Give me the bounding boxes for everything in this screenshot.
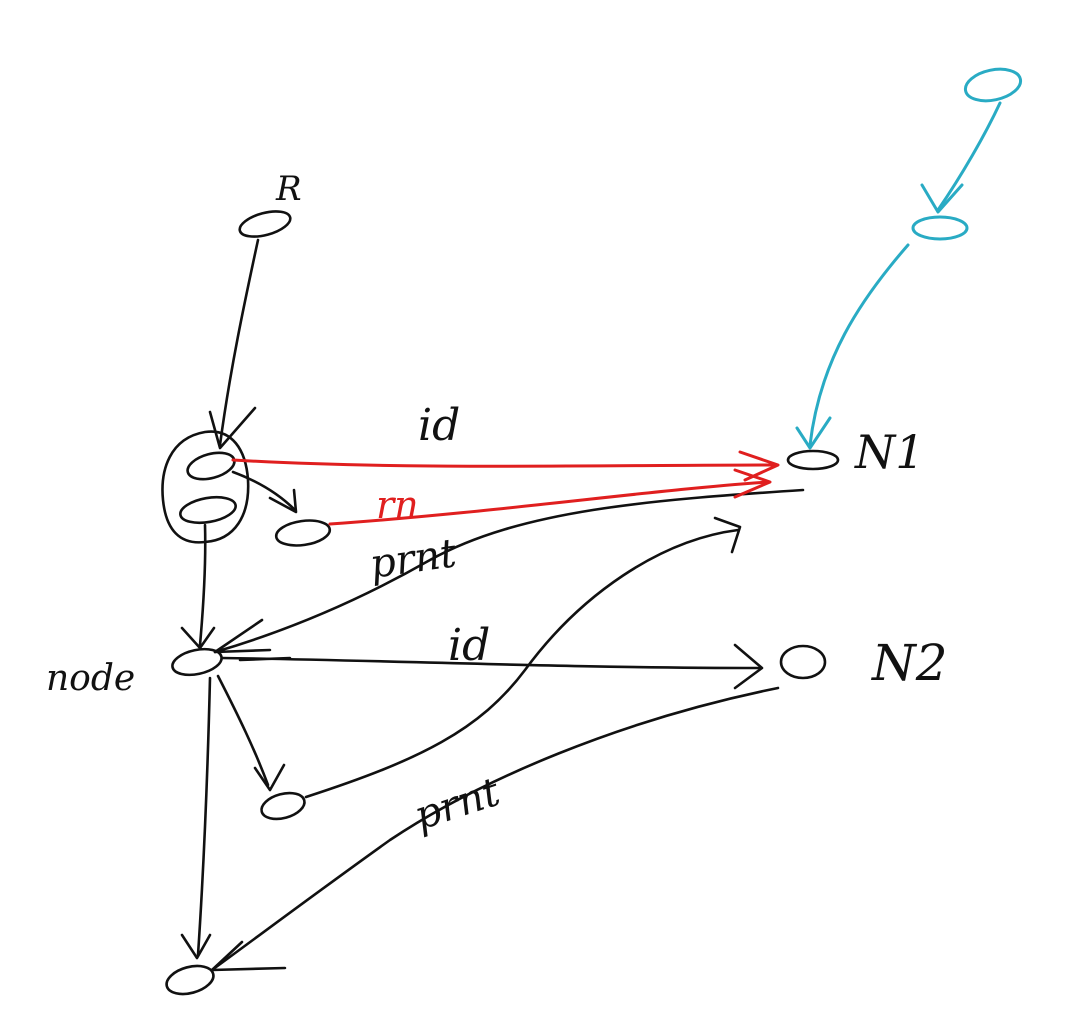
cyan-arrowhead-2 bbox=[795, 416, 832, 450]
node-to-lower-edge bbox=[216, 674, 270, 787]
id-mid-arrowhead bbox=[733, 643, 764, 690]
prnt-bottom-arrowhead bbox=[210, 940, 287, 972]
cyan-edge-2 bbox=[808, 243, 910, 447]
node-to-lower-arrowhead bbox=[253, 763, 286, 792]
node-node bbox=[171, 647, 223, 677]
lower-small-node bbox=[260, 791, 306, 821]
cyan-arrowhead-1 bbox=[920, 183, 964, 214]
label-prnt-bottom: prnt bbox=[409, 769, 506, 840]
label-r: R bbox=[275, 169, 302, 209]
small-node bbox=[274, 519, 332, 547]
lower-to-n1-edge bbox=[304, 528, 740, 799]
id-mid-edge bbox=[220, 656, 762, 670]
node-to-bottom-edge bbox=[196, 676, 212, 957]
node-to-bottom-arrowhead bbox=[180, 933, 212, 960]
label-rn: rn bbox=[376, 483, 419, 527]
cyan-mid-node bbox=[911, 215, 969, 241]
small-node-edge bbox=[231, 470, 297, 512]
cluster-top-node bbox=[186, 451, 236, 481]
r-arrowhead bbox=[208, 406, 257, 450]
red-id-edge bbox=[231, 458, 777, 468]
label-n1: N1 bbox=[854, 425, 925, 479]
bottom-node bbox=[165, 964, 215, 996]
r-node bbox=[238, 210, 292, 238]
label-prnt-top: prnt bbox=[367, 530, 460, 588]
r-edge bbox=[218, 238, 260, 447]
cluster-bottom-node bbox=[179, 495, 237, 525]
label-node: node bbox=[46, 658, 135, 699]
n1-node bbox=[786, 449, 840, 471]
n2-node bbox=[779, 644, 827, 680]
cluster-to-node-edge bbox=[198, 523, 207, 647]
cluster-to-node-arrowhead bbox=[180, 626, 216, 650]
red-edges bbox=[231, 450, 780, 526]
cyan-chain bbox=[795, 67, 1023, 450]
red-rn-arrowhead bbox=[733, 468, 772, 499]
cyan-top-node bbox=[963, 67, 1023, 103]
cyan-edge-1 bbox=[936, 101, 1002, 212]
prnt-top-edge bbox=[213, 488, 805, 654]
label-n2: N2 bbox=[871, 634, 948, 692]
black-structure bbox=[161, 210, 827, 996]
prnt-top-arrowhead bbox=[213, 618, 272, 654]
red-id-arrowhead bbox=[738, 450, 780, 482]
id-mid-tail bbox=[238, 656, 292, 662]
red-rn-edge bbox=[328, 480, 770, 526]
label-id-top: id bbox=[418, 400, 460, 451]
prnt-bottom-edge bbox=[210, 686, 780, 972]
small-node-arrowhead bbox=[268, 488, 298, 514]
lower-to-n1-arrowhead bbox=[713, 516, 742, 554]
label-id-mid: id bbox=[448, 620, 490, 671]
